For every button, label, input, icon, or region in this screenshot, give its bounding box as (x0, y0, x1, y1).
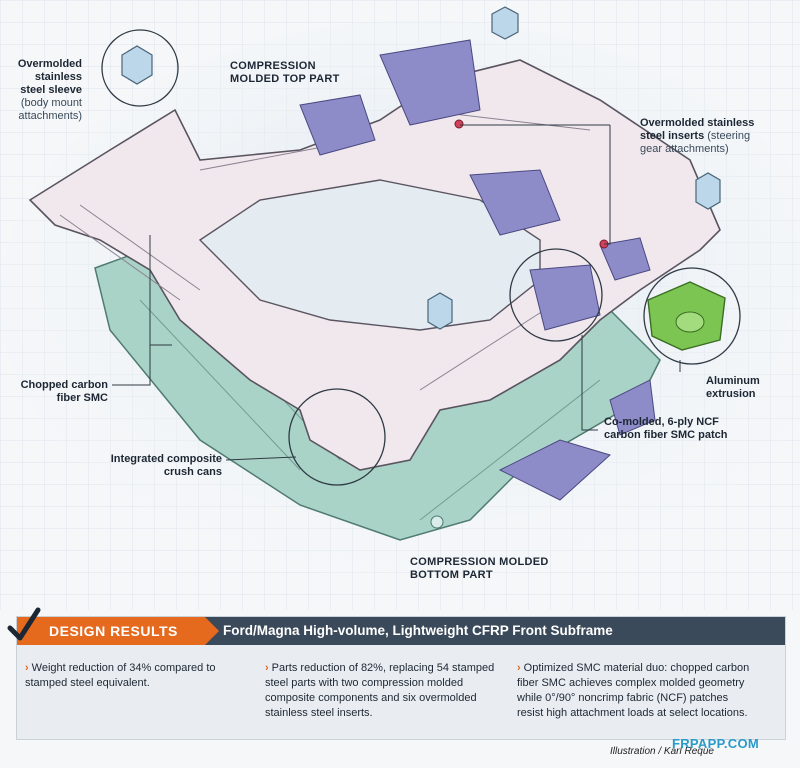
leader-comolded (581, 335, 598, 431)
arrow-bullet-icon: › (25, 662, 29, 674)
steel-sleeve-top-left (121, 45, 153, 85)
steel-sleeve-center (427, 292, 453, 330)
ncf-patch-far-right (599, 237, 651, 281)
arrow-bullet-icon: › (517, 662, 521, 674)
ncf-patch-corner (529, 264, 601, 331)
ncf-patch-lower-right-b (609, 379, 656, 436)
leader-chopped (112, 235, 151, 386)
design-results-panel: DESIGN RESULTS Ford/Magna High-volume, L… (16, 616, 786, 740)
results-header: DESIGN RESULTS Ford/Magna High-volume, L… (17, 617, 785, 645)
result-bullet-parts: ›Parts reduction of 82%, replacing 54 st… (265, 662, 495, 719)
result-bullet-material: ›Optimized SMC material duo: chopped car… (517, 662, 750, 719)
callout-circle-aluminum (643, 267, 741, 365)
steel-sleeve-top-right (491, 6, 519, 40)
illustration-credit: Illustration / Karl Reque (610, 746, 714, 757)
callout-circle-crush (288, 388, 386, 486)
leader-crush (225, 456, 297, 461)
ncf-patch-top-center (379, 39, 481, 126)
leader-inserts-2 (604, 125, 611, 245)
ncf-patch-top-left (299, 94, 376, 156)
callout-circle-sleeve (101, 29, 179, 107)
aluminum-extrusion-end (675, 311, 705, 333)
results-tag: DESIGN RESULTS (17, 617, 219, 645)
ncf-patch-lower-right (498, 439, 611, 501)
bottom-bolt-hole (430, 515, 444, 529)
ncf-patch-right (469, 169, 561, 236)
checkmark-icon (7, 607, 41, 641)
result-bullet-weight: ›Weight reduction of 34% compared to sta… (25, 662, 216, 689)
arrow-bullet-icon: › (265, 662, 269, 674)
steel-sleeve-right (695, 172, 721, 210)
watermark: FRPAPP.COM (672, 736, 760, 751)
diagram-canvas (0, 0, 800, 610)
frame-ribs (59, 109, 591, 391)
results-title: Ford/Magna High-volume, Lightweight CFRP… (223, 623, 613, 638)
steel-insert-dot (454, 119, 464, 129)
callout-circle-ncf (509, 248, 603, 342)
